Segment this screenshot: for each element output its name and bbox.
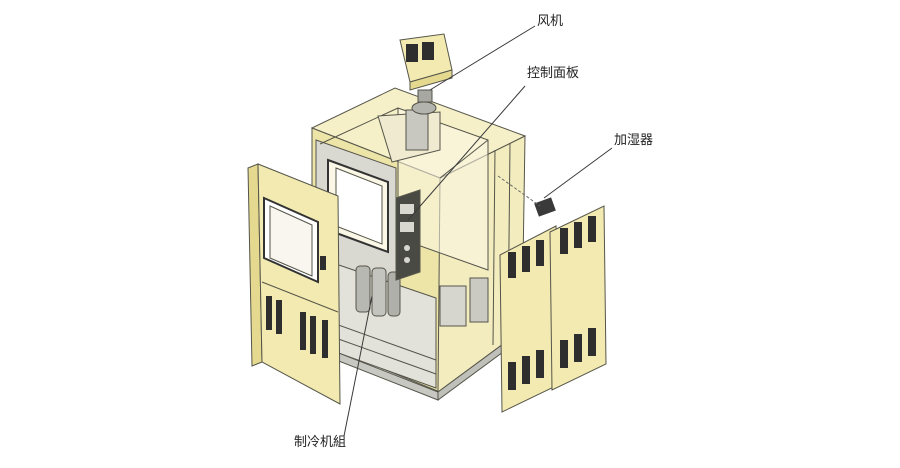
label-refrigeration-unit: 制冷机組 bbox=[294, 435, 346, 450]
control-panel-leader bbox=[407, 85, 526, 221]
leader-lines bbox=[343, 25, 613, 437]
main-cabinet bbox=[310, 87, 527, 401]
label-fan: 风机 bbox=[537, 14, 563, 29]
fan-assembly bbox=[399, 33, 453, 115]
side-panel-rear bbox=[549, 205, 607, 391]
fan-leader bbox=[429, 25, 536, 91]
humidifier bbox=[497, 175, 556, 217]
refrigeration-unit-leader bbox=[343, 295, 373, 437]
control-panel bbox=[395, 189, 421, 281]
side-panel-front bbox=[499, 225, 559, 413]
label-humidifier: 加湿器 bbox=[614, 133, 653, 148]
front-door bbox=[247, 163, 341, 405]
door-vents bbox=[266, 296, 328, 358]
label-control-panel: 控制面板 bbox=[527, 66, 579, 81]
humidifier-leader bbox=[543, 147, 613, 199]
